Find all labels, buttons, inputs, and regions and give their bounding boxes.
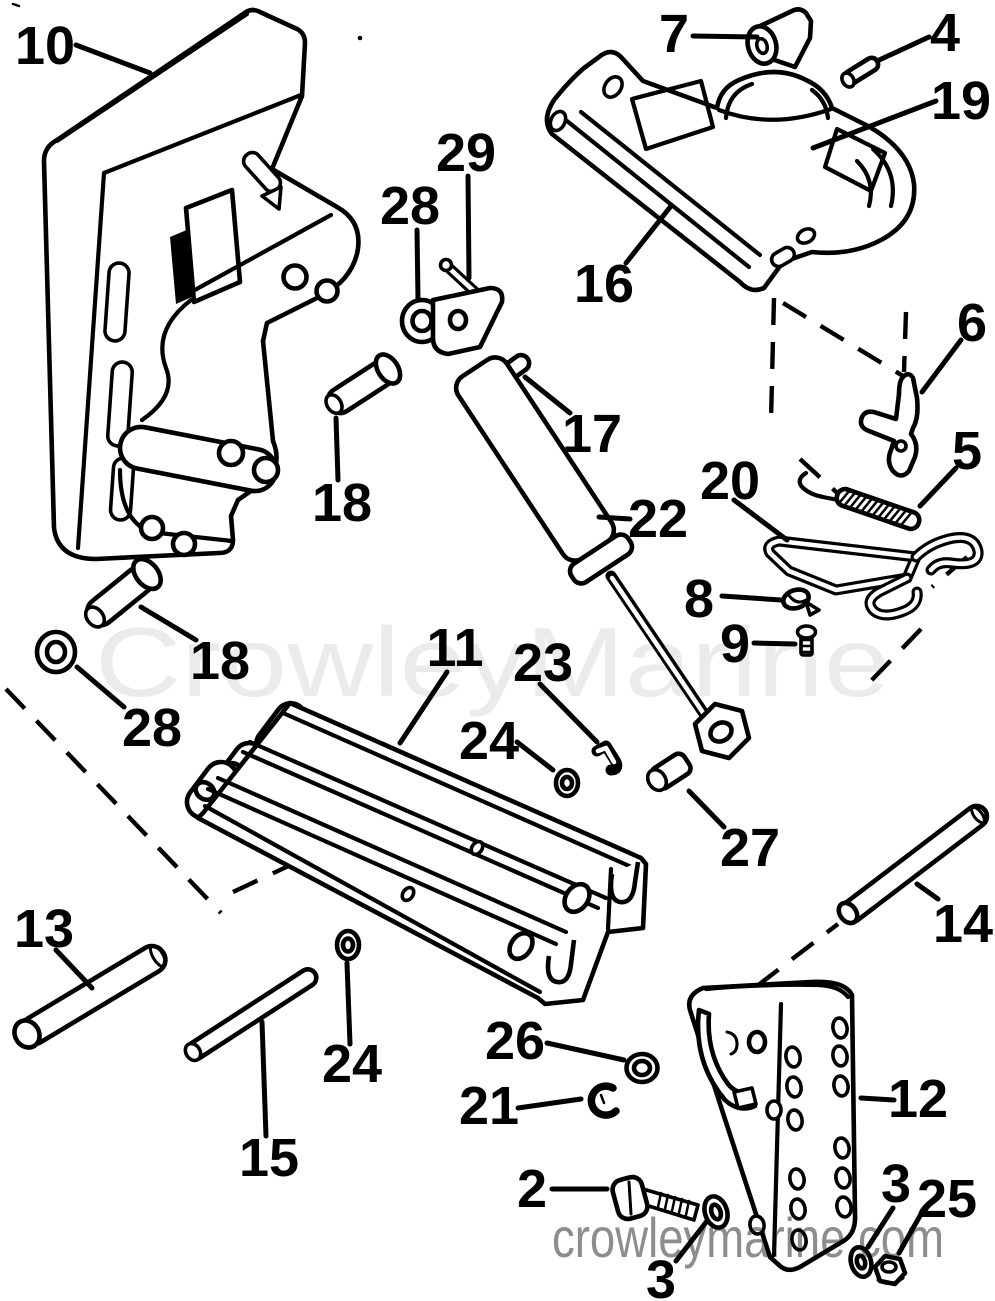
part-9-screw <box>795 624 818 657</box>
callout-5: 5 <box>952 421 982 481</box>
part-18-clevis-pin-upper <box>324 352 403 416</box>
watermark-bottom: crowleymarine.com <box>552 1206 944 1269</box>
callout-19: 19 <box>931 71 991 131</box>
callout-23: 23 <box>513 633 573 693</box>
callout-15: 15 <box>239 1128 299 1188</box>
callout-10: 10 <box>15 16 75 76</box>
callout-18-lower: 18 <box>190 631 250 691</box>
callout-9: 9 <box>720 614 750 674</box>
part-7-reverse-lock-knob <box>745 7 814 70</box>
callout-16: 16 <box>574 254 634 314</box>
part-18-clevis-pin-lower <box>83 556 163 629</box>
part-20-wire-link <box>763 532 984 621</box>
callout-leader-lines <box>53 33 964 1264</box>
callout-13: 13 <box>14 899 74 959</box>
callout-17: 17 <box>562 404 622 464</box>
callout-21: 21 <box>459 1076 519 1136</box>
callout-2: 2 <box>517 1159 547 1219</box>
callout-14: 14 <box>933 894 993 954</box>
part-10-stern-bracket <box>41 7 361 562</box>
part-24-washer-lower <box>334 928 362 962</box>
callout-27: 27 <box>720 818 780 878</box>
part-3-washer-right <box>848 1244 874 1280</box>
part-24-washer-right <box>553 767 581 799</box>
part-12-transom-bracket <box>687 979 858 1273</box>
part-27-bushing <box>645 751 693 793</box>
part-25-locknut <box>872 1253 908 1287</box>
callout-28-lower: 28 <box>122 698 182 758</box>
callout-26: 26 <box>485 1011 545 1071</box>
callout-28-upper: 28 <box>380 176 440 236</box>
callout-24-right: 24 <box>459 711 519 771</box>
callout-20: 20 <box>700 451 760 511</box>
part-23-cotter-pin <box>591 740 623 776</box>
callout-7: 7 <box>659 4 689 64</box>
callout-labels: 10 7 4 19 16 29 28 6 5 17 18 22 20 8 9 1… <box>14 3 993 1301</box>
callout-24-lower: 24 <box>322 1034 382 1094</box>
callout-4: 4 <box>930 3 960 63</box>
callout-18-upper: 18 <box>312 473 372 533</box>
callout-3-left: 3 <box>646 1250 676 1301</box>
part-28-washer-lower <box>34 629 78 675</box>
part-16-swivel-bracket <box>544 49 917 293</box>
part-2-bolt <box>610 1174 700 1222</box>
part-14-pin <box>836 803 990 926</box>
callout-8: 8 <box>684 569 714 629</box>
part-6-latch-lever <box>858 371 920 478</box>
callout-22: 22 <box>628 489 688 549</box>
part-26-washer <box>624 1051 660 1085</box>
part-15-rod <box>183 966 319 1063</box>
callout-12: 12 <box>888 1069 948 1129</box>
callout-29: 29 <box>436 123 496 183</box>
callout-11: 11 <box>426 618 483 678</box>
part-8-clip <box>781 587 821 617</box>
callout-3-right: 3 <box>881 1154 911 1214</box>
part-4-pin <box>840 55 881 89</box>
part-22-shock-absorber <box>430 285 752 761</box>
callout-25: 25 <box>917 1169 977 1229</box>
part-11-mounting-rails <box>184 700 649 1007</box>
part-5-spring <box>797 470 922 532</box>
callout-6: 6 <box>957 293 987 353</box>
part-21-retaining-ring <box>587 1082 620 1119</box>
watermark-center: CrowleyMarine <box>95 607 890 717</box>
part-3-washer-left <box>702 1194 730 1230</box>
print-specks <box>11 2 363 41</box>
